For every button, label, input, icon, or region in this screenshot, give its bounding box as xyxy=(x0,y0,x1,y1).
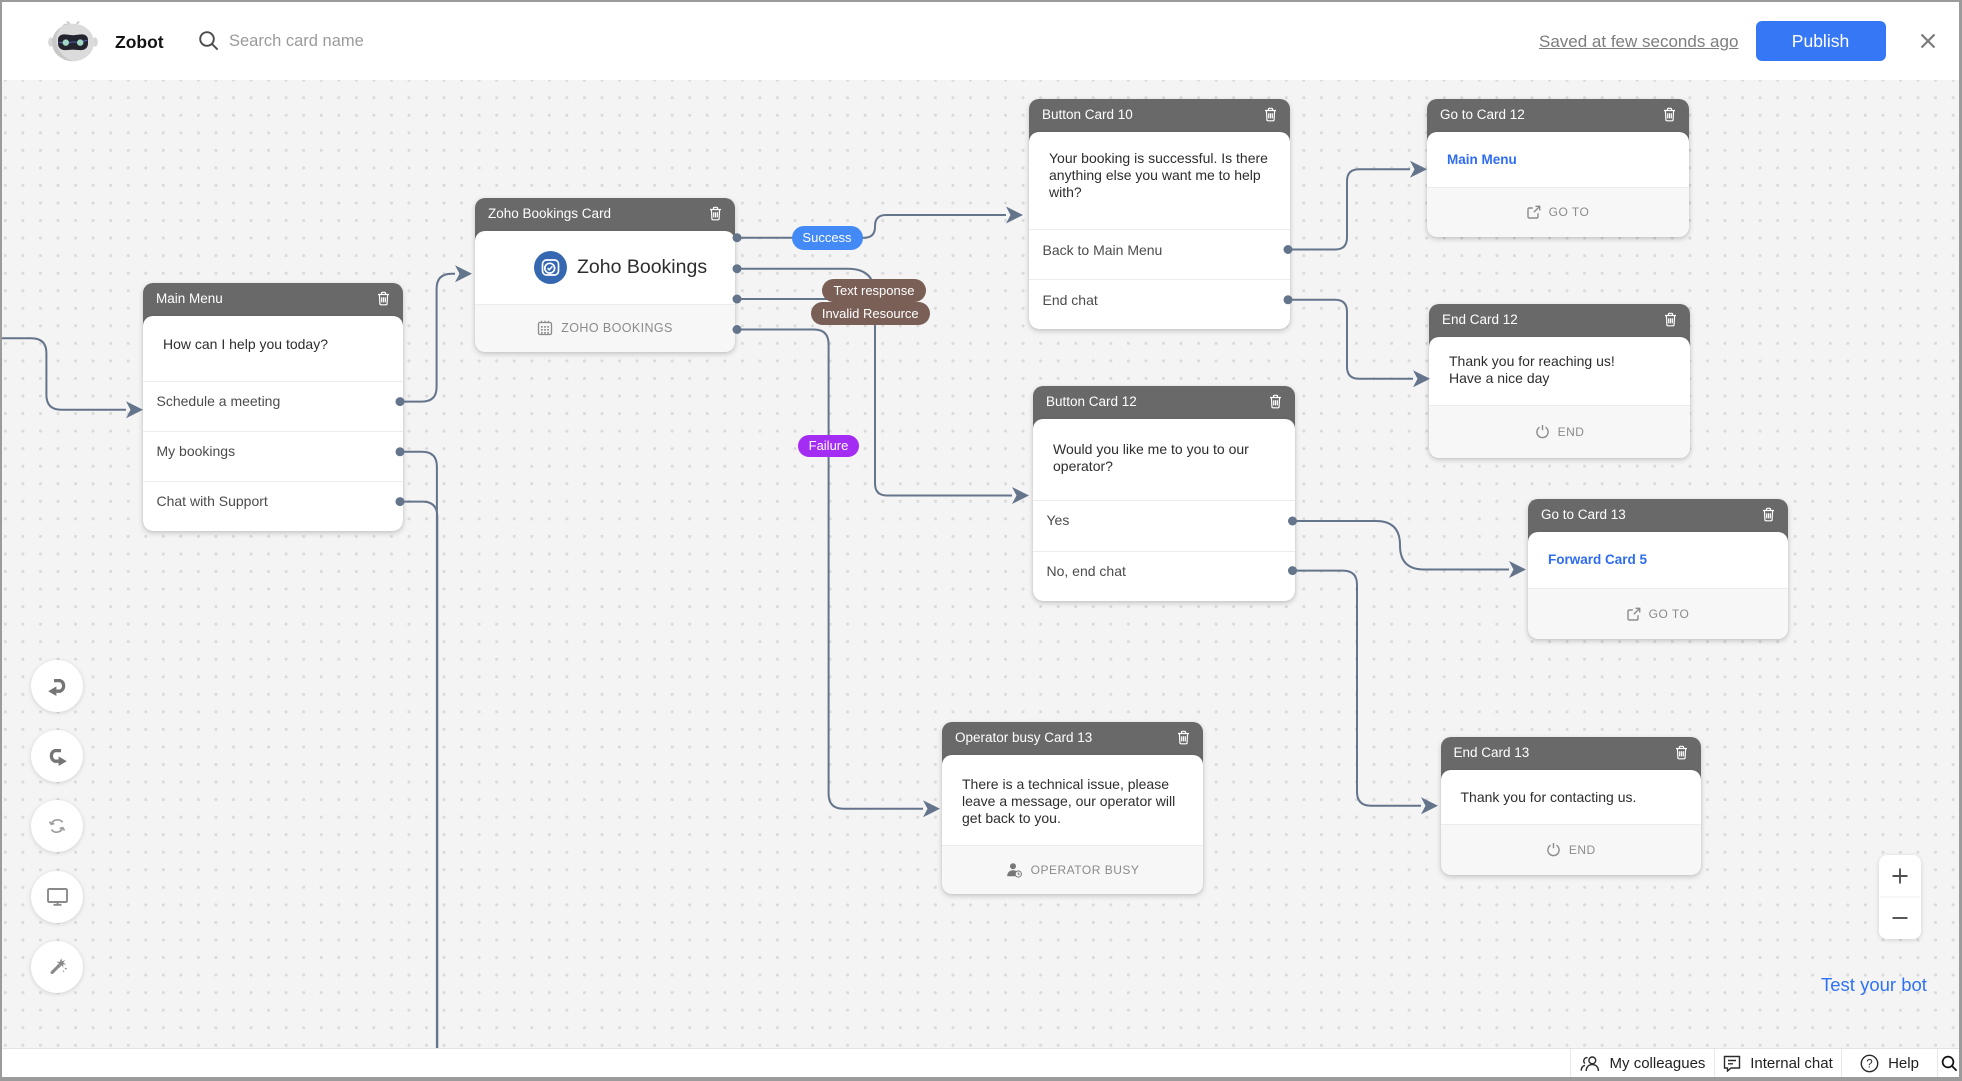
svg-text:?: ? xyxy=(1866,1058,1872,1070)
